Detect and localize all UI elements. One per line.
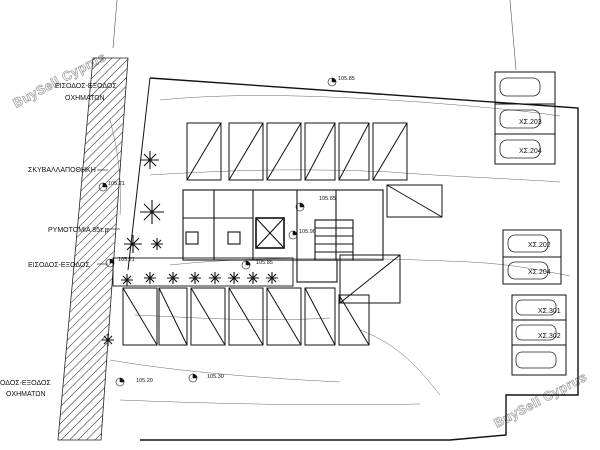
parking-label-202: ΧΣ.202 <box>528 242 551 249</box>
trees <box>102 151 278 346</box>
label-entrance-exit-vehicles-top-2: ΟΧΗΜΑΤΩΝ <box>65 95 105 102</box>
level-left-upper: 105.21 <box>108 181 125 187</box>
bottom-parking-row <box>122 287 370 346</box>
level-center-lift: 105.90 <box>299 229 316 235</box>
parking-label-203: ΧΣ.203 <box>519 119 542 126</box>
level-top: 105.85 <box>338 76 355 82</box>
leader-lines <box>97 169 120 265</box>
level-center-lower: 105.85 <box>256 260 273 266</box>
level-bottom-left: 105.20 <box>136 378 153 384</box>
label-entrance-exit: ΕΙΣΟΔΟΣ-ΕΞΟΔΟΣ <box>28 262 90 269</box>
parking-label-204-top: ΧΣ.204 <box>519 148 542 155</box>
driveway-strip <box>112 257 294 287</box>
road-hatch-strip <box>57 57 129 441</box>
label-water-meter: ΡΥΜΟΤΟΜΙΑ 85τ.μ <box>48 227 109 234</box>
site-boundary <box>140 77 579 441</box>
building-core <box>182 189 384 283</box>
level-left-mid: 105.21 <box>118 257 135 263</box>
label-entrance-exit-vehicles-bottom-1: ΟΔΟΣ-ΕΞΟΔΟΣ <box>0 380 51 387</box>
parking-label-301: ΧΣ.301 <box>538 308 561 315</box>
ramp-boxes <box>339 184 443 304</box>
level-bottom-mid: 105.30 <box>207 374 224 380</box>
level-markers <box>98 77 337 387</box>
label-entrance-exit-vehicles-bottom-2: ΟΧΗΜΑΤΩΝ <box>6 391 46 398</box>
parking-label-302: ΧΣ.302 <box>538 333 561 340</box>
car-outlines <box>499 77 557 369</box>
top-parking-row <box>186 122 408 181</box>
parking-label-204-mid: ΧΣ.204 <box>528 269 551 276</box>
contour-lines <box>109 95 571 406</box>
label-refuse-store: ΣΚΥΒΑΛΛΑΠΟΘΗΚΗ <box>28 167 96 174</box>
right-parking <box>494 71 567 376</box>
label-entrance-exit-vehicles-top-1: ΕΙΣΟΔΟΣ-ΕΞΟΔΟΣ <box>55 83 117 90</box>
level-center-upper: 105.85 <box>319 196 336 202</box>
